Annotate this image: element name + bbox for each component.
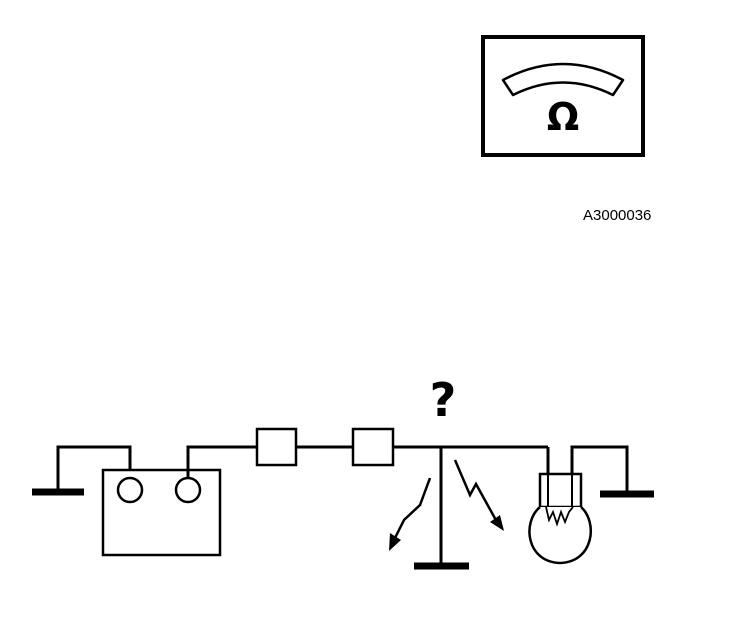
spark-arrowhead-right [490,515,504,531]
ohm-unit-symbol: Ω [547,95,579,139]
battery [101,468,222,557]
connector-1 [255,427,298,467]
ohmmeter-scale-arc [501,62,625,97]
battery-terminal-positive [174,476,202,504]
main-wire [186,445,257,478]
ground-wire-left [56,445,132,492]
short-to-ground [389,447,504,570]
battery-terminal-negative [116,476,144,504]
ground-symbol-right [570,445,654,498]
ground-wire-right [570,445,629,494]
spark-arrow-right [453,459,499,523]
ohmmeter-housing [481,35,645,157]
lamp-base [538,472,583,509]
lamp-filament [545,506,574,527]
ohmmeter: Ω [481,35,645,157]
spark-arrow-left [391,477,432,543]
connector-2 [351,427,395,467]
reference-code: A3000036 [583,207,651,224]
spark-arrowhead-left [389,533,401,551]
lamp [528,447,592,565]
ground-symbol-left [32,445,132,496]
lamp-bulb [528,506,592,565]
short-circuit-question-mark: ? [430,373,457,427]
